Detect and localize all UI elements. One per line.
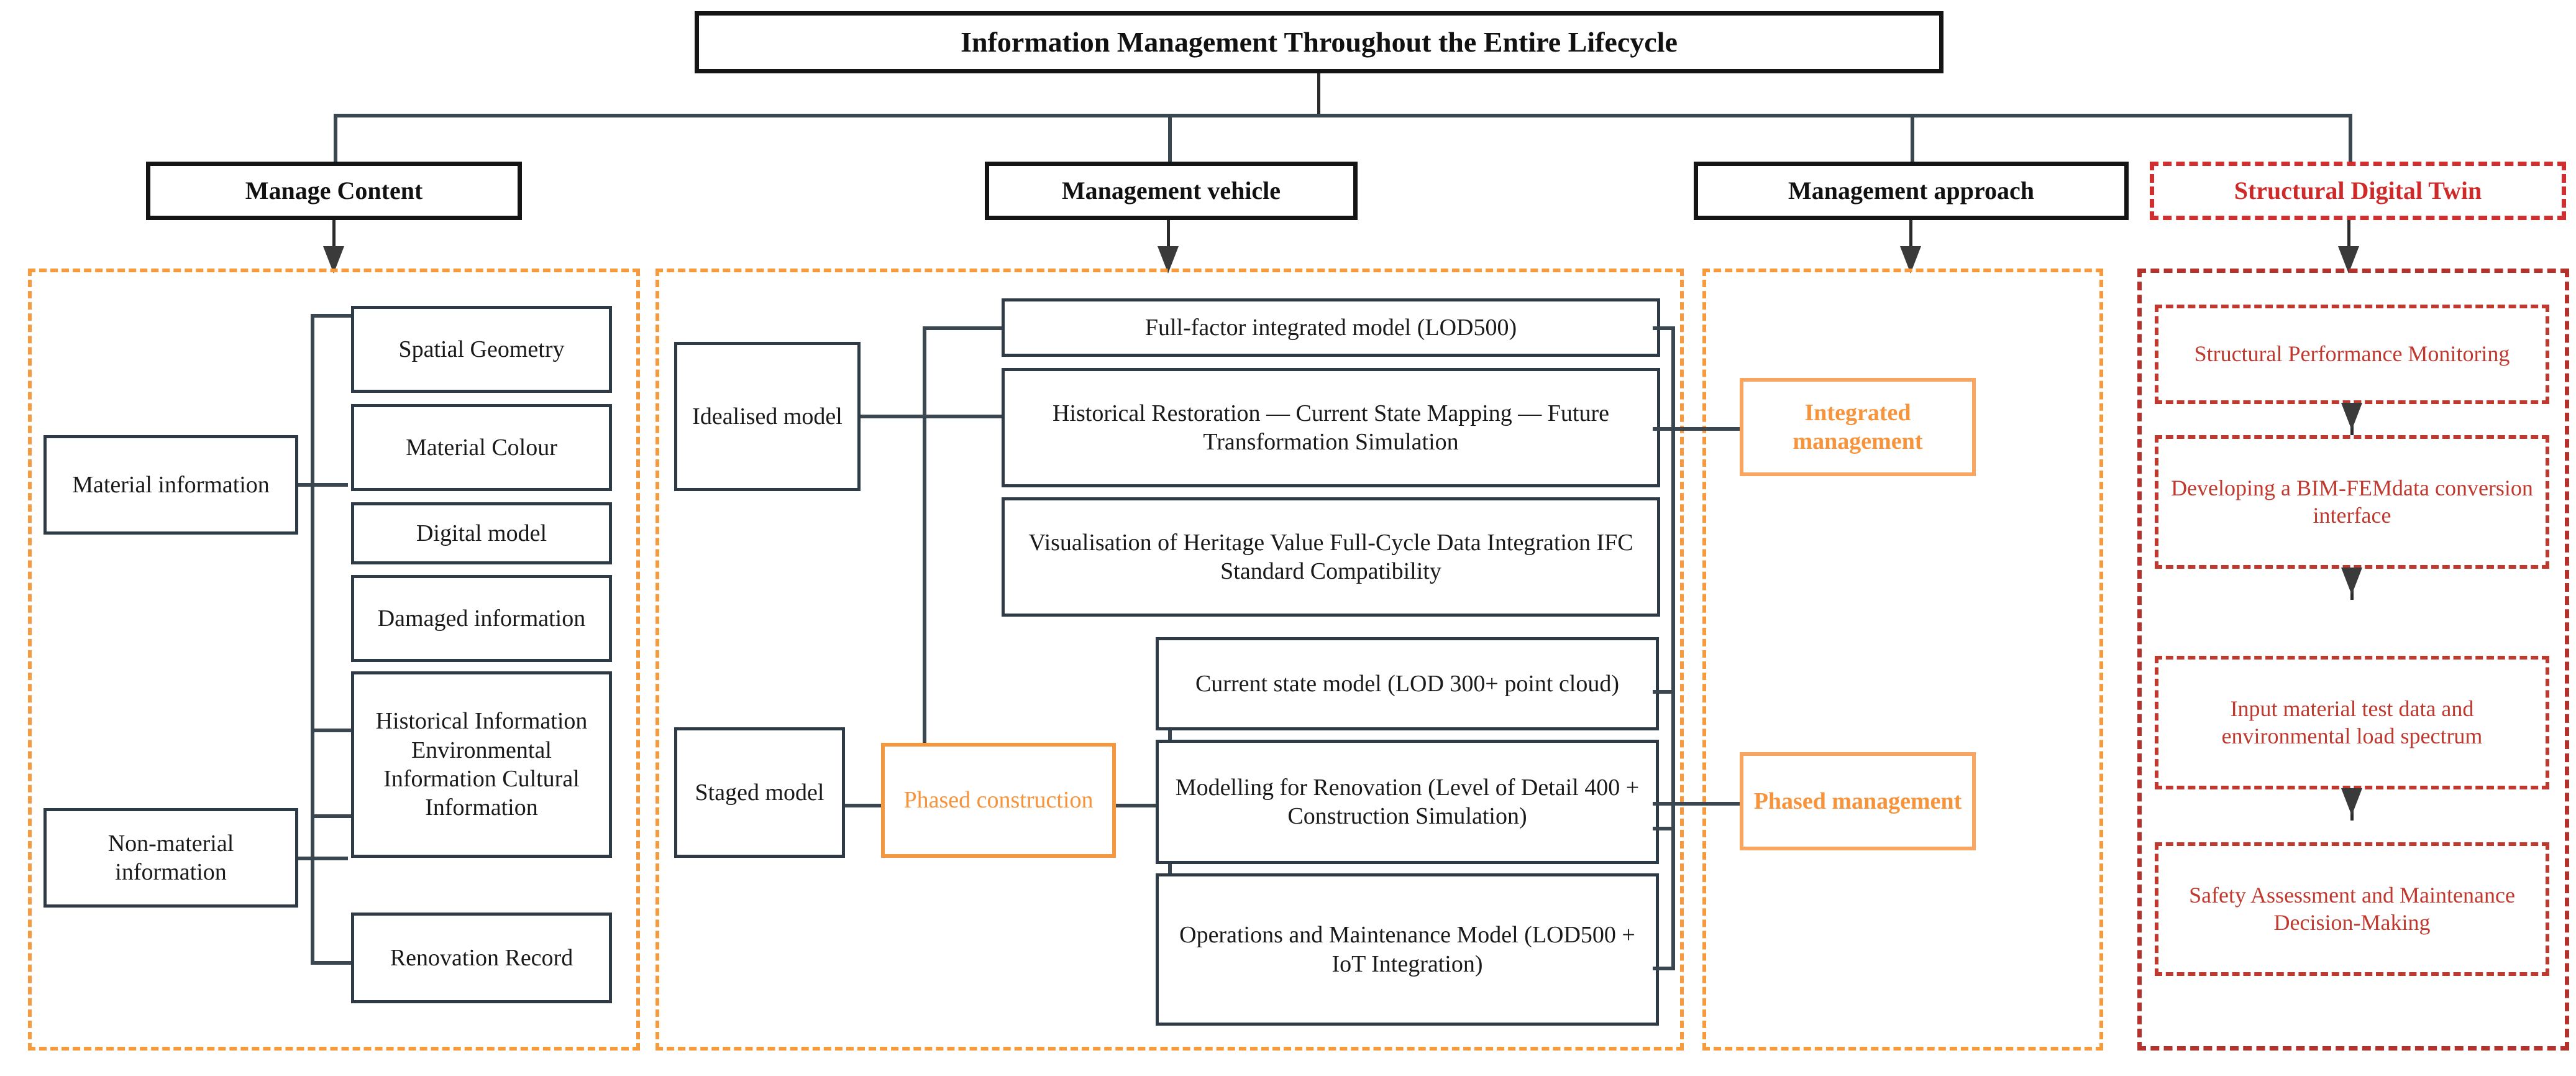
header-structural-digital-twin[interactable]: Structural Digital Twin: [2150, 162, 2566, 220]
leaf-label: Current state model (LOD 300+ point clou…: [1195, 670, 1620, 697]
node-non-material-information[interactable]: Non-material information: [43, 808, 298, 908]
node-phased-management[interactable]: Phased management: [1740, 752, 1976, 850]
node-idealised-model[interactable]: Idealised model: [674, 342, 861, 491]
leaf-label: Modelling for Renovation (Level of Detai…: [1175, 774, 1640, 829]
mc-g2-branch-2: [311, 961, 354, 965]
mv-g1-out-join: [1653, 427, 1741, 431]
leaf-digital-model[interactable]: Digital model: [351, 502, 612, 564]
node-label: Phased management: [1753, 788, 1962, 814]
mv-g1-branch-1: [923, 326, 1003, 330]
header-label: Structural Digital Twin: [2234, 176, 2482, 205]
bus-drop-3: [1911, 114, 1914, 163]
step-input-material-test-data[interactable]: Input material test data and environment…: [2155, 656, 2549, 789]
sdt-arrow-3: [2341, 788, 2362, 816]
step-label: Developing a BIM-FEMdata conversion inte…: [2171, 475, 2533, 528]
mc-g2-spine: [311, 729, 314, 965]
mv-g1-branch-2: [923, 415, 1003, 418]
leaf-full-factor-integrated-model[interactable]: Full-factor integrated model (LOD500): [1002, 298, 1660, 357]
step-bim-fem-conversion-interface[interactable]: Developing a BIM-FEMdata conversion inte…: [2155, 435, 2549, 569]
header-manage-content[interactable]: Manage Content: [146, 162, 522, 220]
container-management-vehicle: [655, 269, 1684, 1051]
bus-drop-2: [1168, 114, 1172, 163]
header-arrow-stem-4: [2347, 220, 2350, 251]
leaf-label: Historical Restoration — Current State M…: [1052, 400, 1610, 455]
node-phased-construction[interactable]: Phased construction: [881, 743, 1116, 858]
mc-g2-branch-1: [311, 729, 354, 732]
node-label: Material information: [72, 471, 270, 498]
leaf-label: Historical Information Environmental Inf…: [375, 708, 588, 821]
leaf-label: Full-factor integrated model (LOD500): [1144, 314, 1517, 341]
leaf-visualisation-heritage-value[interactable]: Visualisation of Heritage Value Full-Cyc…: [1002, 497, 1660, 617]
mc-g1-branch-4: [311, 814, 354, 818]
node-label: Non-material information: [107, 830, 234, 885]
leaf-historical-restoration-mapping[interactable]: Historical Restoration — Current State M…: [1002, 368, 1660, 487]
node-label: Idealised model: [692, 403, 843, 430]
mc-g2-stem: [298, 857, 348, 860]
leaf-renovation-record[interactable]: Renovation Record: [351, 913, 612, 1003]
node-material-information[interactable]: Material information: [43, 435, 298, 535]
leaf-label: Damaged information: [377, 605, 586, 632]
leaf-label: Digital model: [416, 520, 547, 546]
leaf-historical-environmental-cultural[interactable]: Historical Information Environmental Inf…: [351, 671, 612, 858]
title-trunk-line: [1317, 73, 1320, 116]
header-label: Manage Content: [245, 176, 423, 205]
sdt-arrow-1: [2341, 403, 2362, 430]
node-label: Phased construction: [903, 787, 1094, 814]
header-label: Management vehicle: [1061, 176, 1281, 205]
step-label: Structural Performance Monitoring: [2194, 341, 2510, 367]
sdt-arrow-2: [2341, 568, 2362, 595]
leaf-label: Material Colour: [406, 434, 557, 461]
leaf-current-state-model[interactable]: Current state model (LOD 300+ point clou…: [1156, 637, 1659, 730]
mv-g2-stem-left: [845, 804, 882, 807]
mv-g1-spine: [923, 326, 926, 830]
node-staged-model[interactable]: Staged model: [674, 727, 845, 858]
bus-drop-4: [2349, 114, 2352, 163]
mc-g1-branch-1: [311, 314, 354, 318]
header-management-vehicle[interactable]: Management vehicle: [985, 162, 1358, 220]
header-arrow-stem-2: [1167, 220, 1170, 251]
mv-g2-out-join: [1653, 802, 1741, 806]
container-management-approach: [1702, 269, 2103, 1051]
mc-g1-spine: [311, 314, 314, 817]
header-management-approach[interactable]: Management approach: [1694, 162, 2129, 220]
leaf-label: Visualisation of Heritage Value Full-Cyc…: [1028, 529, 1633, 584]
leaf-material-colour[interactable]: Material Colour: [351, 404, 612, 491]
page-title: Information Management Throughout the En…: [961, 25, 1678, 58]
node-label: Integrated management: [1793, 399, 1923, 454]
node-label: Staged model: [695, 779, 824, 806]
mv-g1-out-1: [1653, 326, 1675, 330]
leaf-modelling-for-renovation[interactable]: Modelling for Renovation (Level of Detai…: [1156, 740, 1659, 864]
header-arrow-stem-1: [332, 220, 336, 251]
leaf-damaged-information[interactable]: Damaged information: [351, 575, 612, 662]
mv-g1-out-2: [1653, 827, 1675, 830]
mv-g2-out-2: [1653, 967, 1675, 970]
container-structural-digital-twin: [2137, 269, 2569, 1051]
node-integrated-management[interactable]: Integrated management: [1740, 378, 1976, 476]
mv-g1-out-spine: [1671, 326, 1675, 830]
top-bus-line: [334, 114, 2350, 117]
step-label: Input material test data and environment…: [2221, 696, 2483, 748]
bus-drop-1: [334, 114, 337, 163]
leaf-operations-maintenance-model[interactable]: Operations and Maintenance Model (LOD500…: [1156, 873, 1659, 1026]
header-label: Management approach: [1788, 176, 2034, 205]
leaf-spatial-geometry[interactable]: Spatial Geometry: [351, 306, 612, 393]
step-safety-assessment-maintenance[interactable]: Safety Assessment and Maintenance Decisi…: [2155, 842, 2549, 976]
mv-g1-stem: [861, 415, 929, 418]
leaf-label: Spatial Geometry: [398, 336, 565, 362]
diagram-title-box: Information Management Throughout the En…: [695, 11, 1943, 73]
mv-g2-out-1: [1653, 690, 1675, 694]
mc-g1-stem: [298, 483, 348, 487]
leaf-label: Operations and Maintenance Model (LOD500…: [1179, 922, 1635, 977]
header-arrow-stem-3: [1909, 220, 1912, 251]
mv-g2-stem-right: [1116, 804, 1172, 807]
container-manage-content: [28, 269, 640, 1051]
mv-g2-out-spine: [1671, 690, 1675, 970]
leaf-label: Renovation Record: [390, 944, 573, 971]
step-structural-performance-monitoring[interactable]: Structural Performance Monitoring: [2155, 305, 2549, 404]
step-label: Safety Assessment and Maintenance Decisi…: [2189, 882, 2515, 935]
